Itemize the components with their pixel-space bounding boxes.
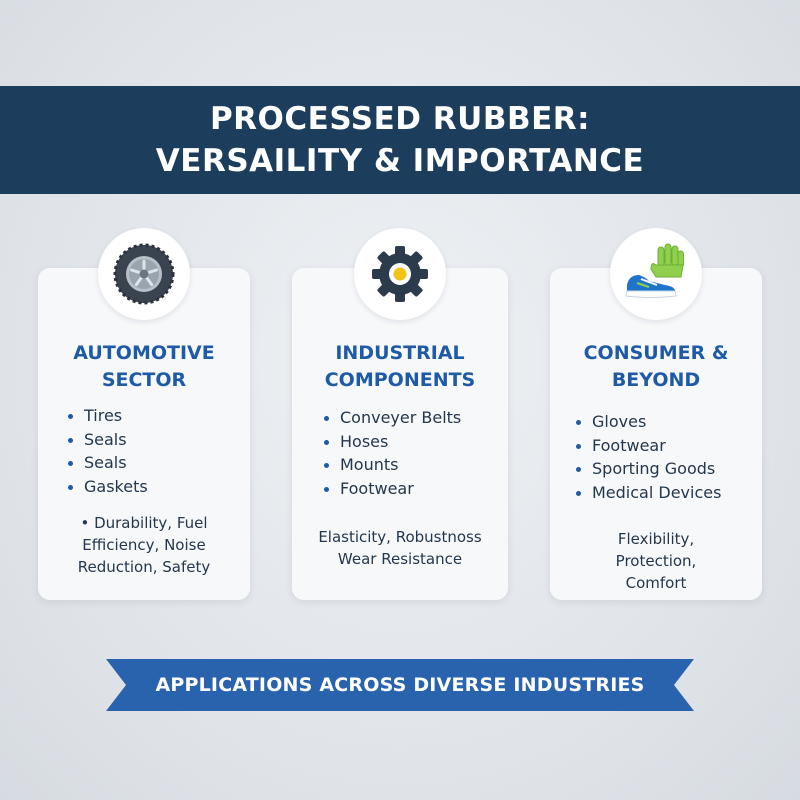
card-summary: Elasticity, Robustnoss Wear Resistance (292, 526, 508, 570)
gear-icon-badge (354, 228, 446, 320)
list-item: Medical Devices (574, 481, 721, 505)
card-consumer: CONSUMER & BEYOND Gloves Footwear Sporti… (550, 268, 762, 600)
card-automotive: AUTOMOTIVE SECTOR Tires Seals Seals Gask… (38, 268, 250, 600)
list-item: Seals (66, 428, 148, 452)
card-summary: Flexibility, Protection, Comfort (550, 528, 762, 594)
card-title-line-1: AUTOMOTIVE (73, 342, 215, 364)
list-item: Footwear (574, 434, 721, 458)
item-list: Conveyer Belts Hoses Mounts Footwear (322, 406, 461, 500)
ribbon-shape (106, 659, 694, 711)
list-item: Conveyer Belts (322, 406, 461, 430)
card-title-line-2: BEYOND (611, 369, 701, 391)
summary-line: Efficiency, Noise (82, 536, 206, 554)
card-title: CONSUMER & BEYOND (550, 340, 762, 394)
card-title-line-1: INDUSTRIAL (335, 342, 465, 364)
card-title: INDUSTRIAL COMPONENTS (292, 340, 508, 394)
card-title-line-2: COMPONENTS (324, 369, 476, 391)
list-item: Footwear (322, 477, 461, 501)
applications-banner: APPLICATIONS ACROSS DIVERSE INDUSTRIES (106, 659, 694, 711)
summary-line: Wear Resistance (337, 550, 463, 568)
card-summary: • Durability, Fuel Efficiency, Noise Red… (38, 512, 250, 578)
list-item: Mounts (322, 453, 461, 477)
list-item: Sporting Goods (574, 457, 721, 481)
summary-line: • Durability, Fuel (80, 514, 208, 532)
title-line-2: VERSAILITY & IMPORTANCE (155, 143, 645, 179)
banner-label: APPLICATIONS ACROSS DIVERSE INDUSTRIES (155, 674, 645, 696)
card-title-line-1: CONSUMER & (583, 342, 729, 364)
card-industrial: INDUSTRIAL COMPONENTS Conveyer Belts Hos… (292, 268, 508, 600)
list-item: Hoses (322, 430, 461, 454)
item-list: Tires Seals Seals Gaskets (66, 404, 148, 498)
item-list: Gloves Footwear Sporting Goods Medical D… (574, 410, 721, 504)
summary-line: Elasticity, Robustnoss (318, 528, 482, 546)
tire-icon (113, 243, 175, 305)
list-item: Gaskets (66, 475, 148, 499)
list-item: Tires (66, 404, 148, 428)
summary-line: Protection, (615, 552, 697, 570)
card-title-line-2: SECTOR (101, 369, 187, 391)
consumer-icon-badge (610, 228, 702, 320)
title-line-1: PROCESSED RUBBER: (209, 101, 591, 137)
gear-icon (372, 246, 428, 302)
tire-icon-badge (98, 228, 190, 320)
card-title: AUTOMOTIVE SECTOR (38, 340, 250, 394)
shoe-and-glove-icon (625, 243, 684, 298)
list-item: Gloves (574, 410, 721, 434)
summary-line: Comfort (625, 574, 687, 592)
title-header: PROCESSED RUBBER: VERSAILITY & IMPORTANC… (0, 86, 800, 194)
list-item: Seals (66, 451, 148, 475)
summary-line: Reduction, Safety (77, 558, 211, 576)
summary-line: Flexibility, (617, 530, 695, 548)
